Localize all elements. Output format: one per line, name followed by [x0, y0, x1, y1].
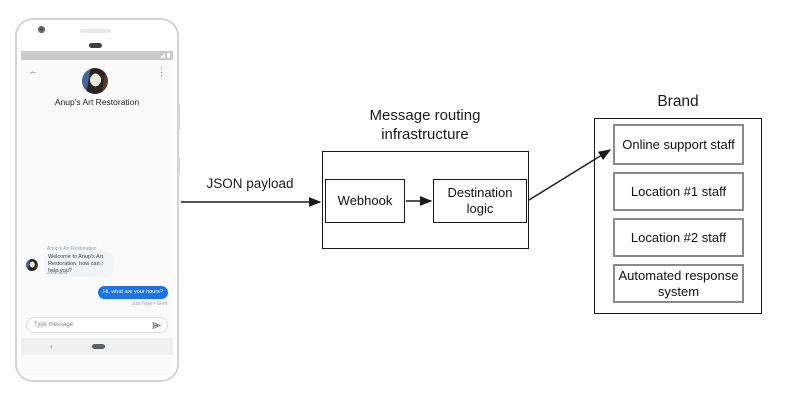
outgoing-message-bubble: Hi, what are your hours?	[98, 286, 168, 299]
business-avatar	[82, 68, 108, 94]
message-input[interactable]: Type message	[26, 317, 168, 333]
routing-infrastructure-title: Message routing infrastructure	[369, 107, 481, 143]
routing-infrastructure-box	[322, 151, 529, 249]
json-payload-label: JSON payload	[206, 176, 294, 191]
brand-box	[594, 118, 762, 314]
brand-title: Brand	[657, 93, 699, 110]
volume-button	[177, 104, 180, 130]
signal-icon	[160, 53, 165, 58]
destination-logic-box: Destination logic	[433, 179, 527, 223]
nav-back-icon[interactable]: ‹	[50, 341, 53, 351]
back-arrow-icon[interactable]: ←	[29, 66, 38, 76]
android-navbar: ‹	[21, 338, 173, 355]
brand-item-online-support: Online support staff	[613, 124, 744, 165]
chat-title: Anup's Art Restoration	[54, 97, 140, 107]
battery-icon	[167, 53, 170, 58]
outgoing-timestamp: Just Now • Sent	[131, 301, 167, 307]
message-sender-label: Anup's Art Restoration	[47, 246, 97, 252]
phone-mockup: ← ⋮ Anup's Art Restoration Anup's Art Re…	[15, 18, 180, 382]
message-avatar	[26, 259, 38, 271]
incoming-message-bubble: Welcome to Anup's Art Restoration, how c…	[44, 252, 114, 277]
brand-item-automated-response: Automated response system	[613, 264, 744, 303]
front-camera	[38, 26, 45, 33]
nav-home-icon[interactable]	[92, 344, 105, 349]
brand-item-location-2: Location #2 staff	[613, 218, 744, 257]
phone-screen: ← ⋮ Anup's Art Restoration Anup's Art Re…	[21, 51, 173, 375]
status-bar	[21, 51, 173, 60]
power-button	[177, 156, 180, 174]
incoming-timestamp: Just Now	[47, 270, 68, 276]
send-icon[interactable]	[152, 321, 161, 330]
speaker-slot	[80, 29, 111, 33]
overflow-menu-icon[interactable]: ⋮	[157, 67, 166, 77]
message-input-placeholder: Type message	[34, 322, 74, 328]
webhook-box: Webhook	[325, 179, 405, 223]
brand-item-location-1: Location #1 staff	[613, 172, 744, 211]
earpiece	[89, 43, 102, 48]
